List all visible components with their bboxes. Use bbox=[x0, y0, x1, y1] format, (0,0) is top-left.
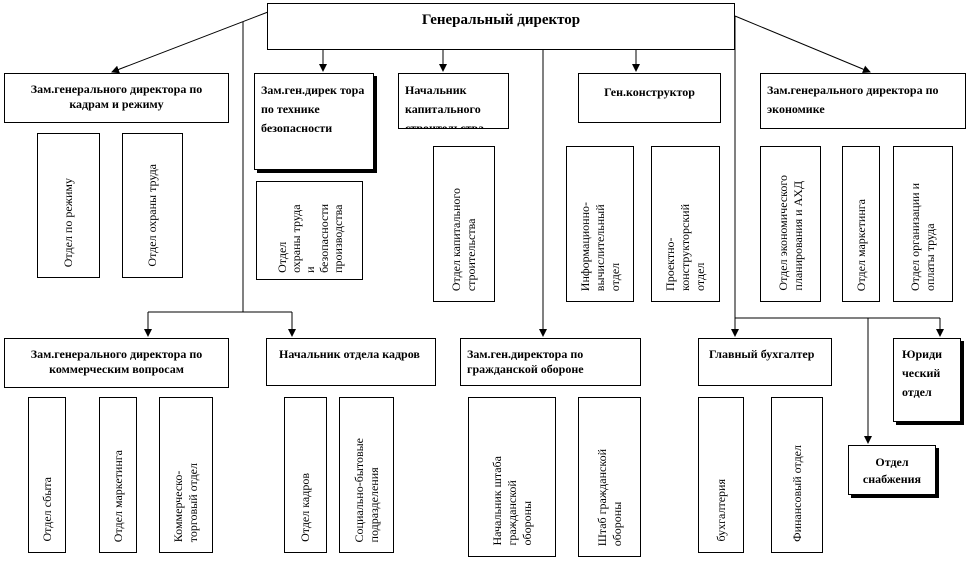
general-constructor-box: Ген.конструктор bbox=[578, 73, 721, 123]
dept-labor-org: Отдел организации и оплаты труда bbox=[893, 146, 953, 302]
deputy-hr-regime-label: Зам.генерального директора по кадрам и р… bbox=[30, 82, 203, 111]
dept-civil-hq: Штаб гражданской обороны bbox=[578, 397, 641, 557]
dept-labor-protection-label: Отдел охраны труда bbox=[145, 164, 159, 267]
dept-civil-hq-label: Штаб гражданской обороны bbox=[594, 448, 624, 546]
dept-safety-label: Отдел охраны труда и безопасности произв… bbox=[274, 204, 345, 273]
dept-design: Проектно- конструкторский отдел bbox=[651, 146, 720, 302]
general-constructor-label: Ген.конструктор bbox=[604, 85, 695, 99]
supply-dept-box: Отдел снабжения bbox=[848, 445, 936, 495]
dept-econ-planning: Отдел экономического планирования и АХД bbox=[760, 146, 821, 302]
dept-labor-protection: Отдел охраны труда bbox=[122, 133, 183, 278]
dept-info-computing: Информационно- вычислительный отдел bbox=[566, 146, 634, 302]
general-director-box: Генеральный директор bbox=[267, 3, 735, 50]
dept-marketing-top: Отдел маркетинга bbox=[842, 146, 880, 302]
dept-social-label: Социально-бытовые подразделения bbox=[351, 437, 381, 542]
dept-finance-label: Финансовый отдел bbox=[789, 445, 804, 542]
dept-capital: Отдел капитального строительства bbox=[433, 146, 495, 302]
chief-accountant-box: Главный бухгалтер bbox=[698, 338, 832, 386]
deputy-hr-regime-box: Зам.генерального директора по кадрам и р… bbox=[4, 73, 229, 123]
dept-trade: Коммерческо- торговый отдел bbox=[159, 397, 213, 553]
deputy-civil-defense-label: Зам.ген.директора по гражданской обороне bbox=[467, 347, 584, 376]
dept-regime: Отдел по режиму bbox=[37, 133, 100, 278]
dept-personnel-label: Отдел кадров bbox=[298, 473, 312, 542]
general-director-label: Генеральный директор bbox=[421, 12, 581, 28]
personnel-head-box: Начальник отдела кадров bbox=[266, 338, 436, 386]
deputy-commerce-box: Зам.генерального директора по коммерческ… bbox=[4, 338, 229, 388]
dept-capital-label: Отдел капитального строительства bbox=[449, 187, 478, 291]
dept-social: Социально-бытовые подразделения bbox=[339, 397, 394, 553]
dept-civil-hq-chief: Начальник штаба гражданской обороны bbox=[468, 397, 556, 557]
dept-finance: Финансовый отдел bbox=[771, 397, 823, 553]
legal-dept-label: Юриди ческий отдел bbox=[902, 347, 943, 399]
dept-trade-label: Коммерческо- торговый отдел bbox=[171, 462, 200, 542]
personnel-head-label: Начальник отдела кадров bbox=[279, 347, 420, 361]
dept-accounting-label: бухгалтерия bbox=[713, 479, 728, 542]
dept-accounting: бухгалтерия bbox=[698, 397, 744, 553]
dept-marketing-bottom-label: Отдел маркетинга bbox=[110, 449, 125, 542]
connector-root-economy bbox=[734, 15, 871, 74]
supply-dept-label: Отдел снабжения bbox=[862, 455, 922, 486]
deputy-civil-defense-box: Зам.ген.директора по гражданской обороне bbox=[460, 338, 641, 386]
dept-safety: Отдел охраны труда и безопасности произв… bbox=[256, 181, 363, 280]
chief-accountant-label: Главный бухгалтер bbox=[709, 347, 815, 361]
dept-marketing-top-label: Отдел маркетинга bbox=[853, 198, 868, 291]
dept-civil-hq-chief-label: Начальник штаба гражданской обороны bbox=[489, 456, 534, 546]
deputy-economy-box: Зам.генерального директора по экономике bbox=[760, 73, 966, 129]
deputy-economy-label: Зам.генерального директора по экономике bbox=[767, 83, 939, 116]
dept-sales: Отдел сбыта bbox=[28, 397, 66, 553]
deputy-safety-label: Зам.ген.дирек тора по технике безопаснос… bbox=[261, 83, 365, 135]
capital-construction-head-box: Начальник капитального строительства bbox=[398, 73, 509, 129]
dept-design-label: Проектно- конструкторский отдел bbox=[663, 204, 707, 291]
capital-construction-head-label: Начальник капитального строительства bbox=[405, 83, 484, 129]
deputy-safety-box: Зам.ген.дирек тора по технике безопаснос… bbox=[254, 73, 374, 170]
dept-info-computing-label: Информационно- вычислительный отдел bbox=[577, 201, 622, 291]
dept-regime-label: Отдел по режиму bbox=[61, 177, 75, 267]
dept-sales-label: Отдел сбыта bbox=[39, 477, 54, 542]
dept-marketing-bottom: Отдел маркетинга bbox=[99, 397, 137, 553]
dept-personnel: Отдел кадров bbox=[284, 397, 327, 553]
dept-labor-org-label: Отдел организации и оплаты труда bbox=[908, 182, 937, 291]
connector-root-hr bbox=[111, 11, 269, 74]
legal-dept-box: Юриди ческий отдел bbox=[893, 338, 961, 422]
dept-econ-planning-label: Отдел экономического планирования и АХД bbox=[775, 175, 805, 291]
deputy-commerce-label: Зам.генерального директора по коммерческ… bbox=[30, 347, 203, 376]
